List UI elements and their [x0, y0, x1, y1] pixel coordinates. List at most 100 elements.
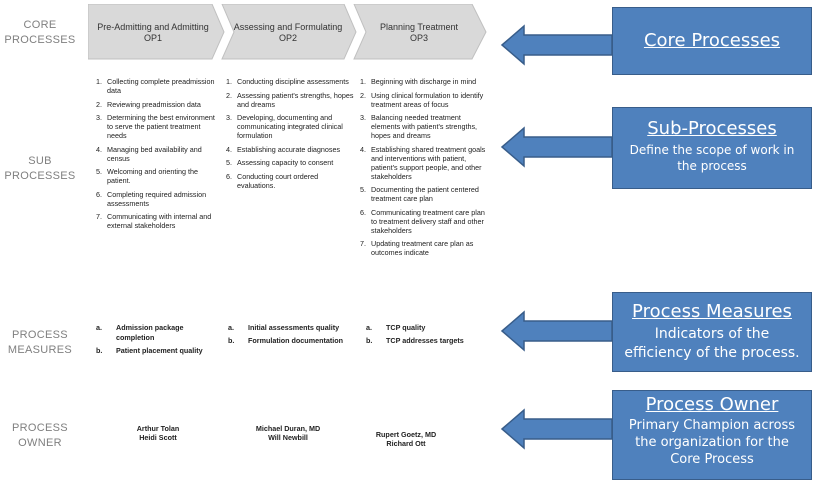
list-item-text: Using clinical formulation to identify t… [371, 90, 484, 109]
list-item-text: Initial assessments quality [248, 323, 340, 332]
list-item: 7. Communicating with internal and extern… [96, 212, 220, 230]
list-item-text: Beginning with discharge in mind [371, 77, 477, 86]
callout-title: Sub-Processes [647, 118, 777, 139]
core-process-chevrons [88, 4, 487, 60]
list-number: 5. [226, 158, 232, 167]
chevron-op2 [221, 4, 357, 60]
list-number: 5. [96, 167, 102, 176]
list-number: 7. [96, 212, 102, 221]
callout-description: Primary Champion across the organization… [628, 418, 796, 467]
row-label-core-processes: CORE PROCESSES [0, 18, 80, 48]
measures-list-op3: a.TCP quality b. TCP addresses targets [366, 323, 488, 349]
list-item: 1. Conducting discipline assessments [226, 77, 354, 86]
list-item: 6.Communicating treatment care plan to t… [360, 208, 486, 235]
sub-process-list-op1: 1.Collecting complete preadmission data … [96, 77, 220, 235]
list-item-text: TCP quality [386, 323, 426, 332]
list-marker: a. [228, 323, 234, 332]
list-item: 2. Assessing patient's strengths, hopes a… [226, 91, 354, 109]
list-item: 5. Assessing capacity to consent [226, 158, 354, 167]
list-item-text: Patient placement quality [116, 346, 203, 355]
list-item: a. Initial assessments quality [228, 323, 356, 333]
list-item-text: TCP addresses targets [386, 336, 464, 345]
list-item-text: Admission package completion [116, 323, 184, 342]
callout-process-owner: Process Owner Primary Champion across th… [612, 390, 812, 480]
list-item-text: Completing required admission assessment… [107, 189, 207, 208]
list-number: 3. [226, 113, 232, 122]
list-number: 4. [360, 144, 366, 154]
list-item-text: Reviewing preadmission data [107, 99, 201, 109]
row-label-sub-processes: SUB PROCESSES [0, 154, 80, 184]
list-item-text: Assessing patient's strengths, hopes and… [237, 90, 354, 109]
list-item-text: Communicating with internal and external… [107, 212, 212, 230]
owner-op2: Michael Duran, MD Will Newbill [238, 424, 338, 442]
callout-title: Process Measures [632, 301, 792, 322]
owner-op3: Rupert Goetz, MD Richard Ott [356, 430, 456, 448]
list-item: 4.Establishing accurate diagnoses [226, 145, 354, 154]
owner-name: Michael Duran, MD [255, 424, 321, 433]
list-marker: b. [366, 336, 373, 345]
arrow-process-measures-icon [500, 310, 613, 352]
list-number: 5. [360, 185, 366, 194]
list-item: 4. Establishing shared treatment goals an… [360, 145, 486, 181]
list-item: a.TCP quality [366, 323, 488, 333]
list-item-text: Determining the best environment to serv… [107, 113, 215, 140]
list-number: 1. [360, 77, 366, 86]
op-title-text: Planning Treatment [379, 22, 459, 32]
row-label-line: PROCESS [12, 329, 68, 341]
list-number: 6. [96, 189, 102, 199]
row-label-line: PROCESSES [4, 34, 76, 46]
arrow-process-owner-icon [500, 408, 613, 450]
list-number: 4. [96, 144, 102, 154]
list-item-text: Assessing capacity to consent [237, 158, 334, 167]
row-label-line: SUB [28, 155, 52, 167]
list-item: 7.Updating treatment care plan as outcom… [360, 239, 486, 257]
callout-title: Core Processes [643, 30, 781, 51]
list-item-text: Updating treatment care plan as outcomes… [371, 239, 474, 257]
chevron-op3 [353, 4, 487, 60]
row-label-process-measures: PROCESS MEASURES [0, 328, 80, 358]
list-item: 2. Reviewing preadmission data [96, 100, 220, 109]
arrow-core-processes-icon [500, 24, 613, 66]
list-item-text: Developing, documenting and communicatin… [237, 113, 343, 140]
list-item: 3.Determining the best environment to se… [96, 113, 220, 140]
row-label-line: CORE [23, 19, 57, 31]
list-item-text: Communicating treatment care plan to tre… [371, 207, 485, 235]
list-number: 2. [226, 90, 232, 100]
list-item-text: Establishing shared treatment goals and … [371, 144, 486, 181]
op-title-text: Pre-Admitting and Admitting [97, 22, 209, 32]
owner-name: Heidi Scott [139, 433, 177, 442]
list-marker: a. [96, 323, 102, 332]
owner-name: Arthur Tolan [136, 424, 180, 433]
list-item: 5.Welcoming and orienting the patient. [96, 167, 220, 185]
list-item-text: Establishing accurate diagnoses [237, 144, 341, 154]
row-label-line: MEASURES [7, 344, 73, 356]
core-process-op2-title: Assessing and Formulating OP2 [226, 22, 350, 44]
list-number: 2. [96, 99, 102, 109]
list-item: b. TCP addresses targets [366, 336, 488, 346]
row-label-process-owner: PROCESS OWNER [0, 421, 80, 451]
list-item: a. Admission package completion [96, 323, 220, 343]
list-item-text: Documenting the patient centered treatme… [371, 185, 479, 203]
op-code: OP1 [143, 33, 162, 43]
owner-op1: Arthur Tolan Heidi Scott [110, 424, 206, 442]
chevron-op1 [88, 4, 225, 60]
owner-name: Richard Ott [386, 439, 426, 448]
op-code: OP2 [278, 33, 297, 43]
callout-core-processes: Core Processes [612, 7, 812, 75]
list-item: b.Patient placement quality [96, 346, 220, 356]
row-label-line: PROCESSES [4, 170, 76, 182]
core-process-op1-title: Pre-Admitting and Admitting OP1 [90, 22, 216, 44]
core-process-op3-title: Planning Treatment OP3 [358, 22, 480, 44]
list-number: 1. [226, 77, 232, 86]
list-item-text: Formulation documentation [248, 336, 344, 345]
list-number: 1. [96, 77, 102, 86]
owner-name: Rupert Goetz, MD [375, 430, 437, 439]
arrow-sub-processes-icon [500, 126, 613, 168]
list-item: 5. Documenting the patient centered treat… [360, 185, 486, 203]
list-item: b.Formulation documentation [228, 336, 356, 346]
row-label-line: OWNER [18, 437, 62, 449]
owner-name: Will Newbill [268, 433, 308, 442]
list-item-text: Conducting discipline assessments [237, 77, 349, 86]
callout-title: Process Owner [645, 394, 779, 415]
row-label-line: PROCESS [12, 422, 68, 434]
